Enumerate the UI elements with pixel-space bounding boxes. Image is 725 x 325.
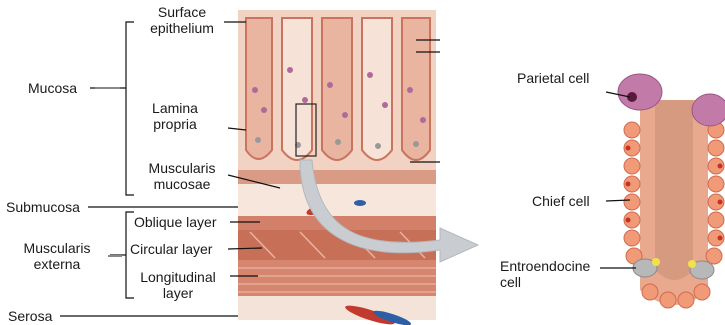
mucosa-label: Mucosa [28,80,77,96]
muscularis-mucosae-band [238,170,436,184]
muscularis-mucosae-label: Muscularis mucosae [134,160,230,192]
surface-epithelium-label: Surface epithelium [137,4,227,36]
circular-layer-label: Circular layer [130,241,212,257]
lamina-propria-label: Lamina propria [140,100,210,132]
muscularis-externa-label: Muscularis externa [12,240,102,272]
oblique-layer-label: Oblique layer [134,214,217,230]
submucosa-label: Submucosa [6,199,80,215]
longitudinal-layer-label: Longitudinal layer [128,269,228,301]
serosa-band [238,296,436,320]
longitudinal-layer-band [238,260,436,296]
parietal-cell-label: Parietal cell [517,70,589,86]
entroendocine-cell-label: Entroendocine cell [500,258,590,290]
blood-vessel-blue [354,200,366,206]
serosa-label: Serosa [8,308,52,324]
submucosa-band [238,184,436,216]
chief-cell-label: Chief cell [532,193,590,209]
